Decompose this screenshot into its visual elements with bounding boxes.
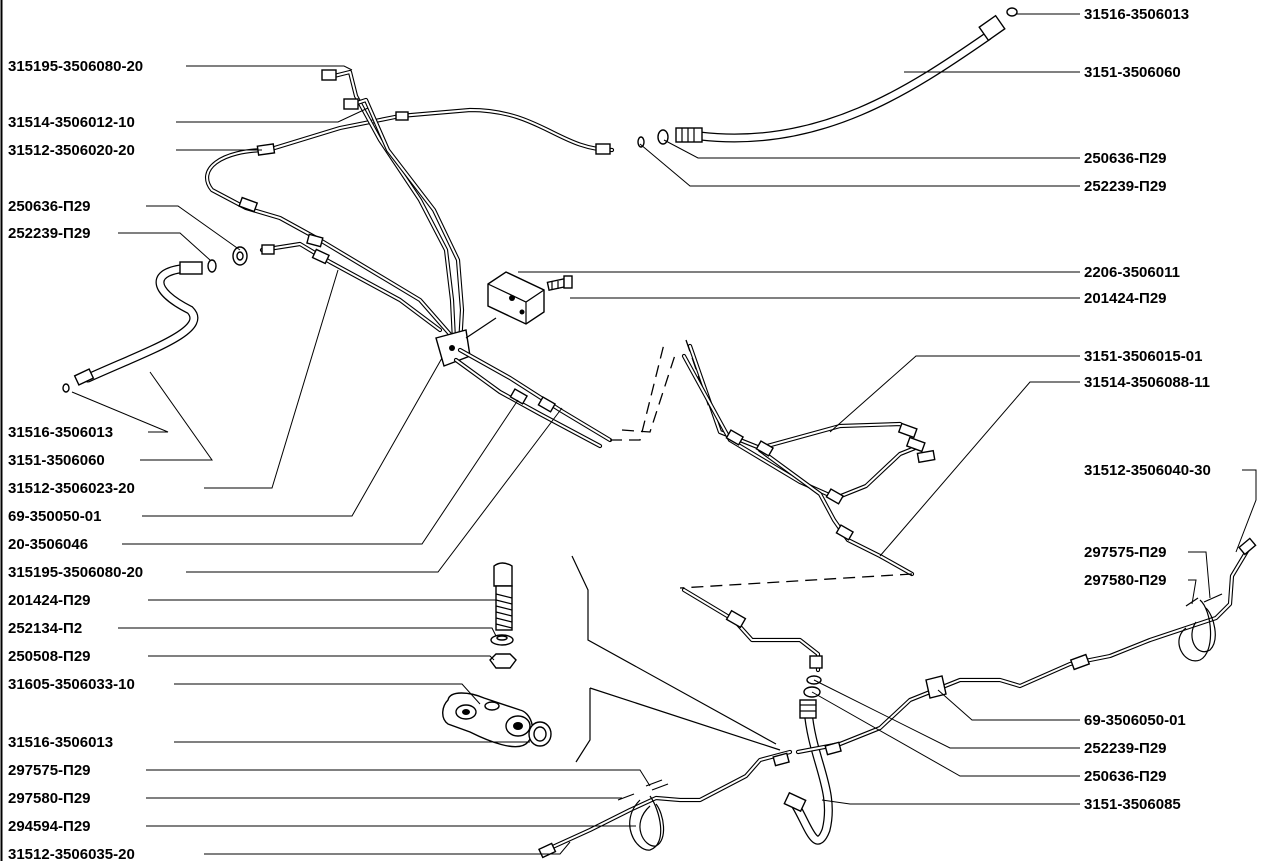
label-250636-p29-right-a: 250636-П29	[1084, 150, 1167, 167]
label-201424-p29-left: 201424-П29	[8, 592, 91, 609]
label-31605-3506033-10: 31605-3506033-10	[8, 676, 135, 693]
label-31512-3506020-20: 31512-3506020-20	[8, 142, 135, 159]
label-294594-p29: 294594-П29	[8, 818, 91, 835]
left-label-group: 315195-3506080-20 31514-3506012-10 31512…	[8, 58, 143, 861]
lower-rear-tube	[681, 587, 823, 698]
label-3151-3506060-right: 3151-3506060	[1084, 64, 1181, 81]
label-252239-p29-right-b: 252239-П29	[1084, 740, 1167, 757]
label-31514-3506012-10: 31514-3506012-10	[8, 114, 135, 131]
label-20-3506046: 20-3506046	[8, 536, 88, 553]
label-250508-p29: 250508-П29	[8, 648, 91, 665]
label-31516-3506013-left-b: 31516-3506013	[8, 734, 113, 751]
label-3151-3506015-01: 3151-3506015-01	[1084, 348, 1202, 365]
junction-bracket	[435, 317, 497, 367]
label-31516-3506013-left-a: 31516-3506013	[8, 424, 113, 441]
lower-right-tube	[795, 537, 1257, 756]
label-31514-3506088-11: 31514-3506088-11	[1084, 374, 1210, 391]
lower-left-tube	[538, 749, 793, 859]
label-2206-3506011: 2206-3506011	[1084, 264, 1180, 281]
tee-block	[487, 271, 573, 325]
lower-rear-hose	[783, 699, 833, 845]
right-label-group: 31516-3506013 3151-3506060 250636-П29 25…	[1084, 6, 1211, 813]
tee-fitting-group	[442, 562, 552, 748]
label-315195-3506080-20-b: 315195-3506080-20	[8, 564, 143, 581]
label-31512-3506023-20: 31512-3506023-20	[8, 480, 135, 497]
upper-right-hose	[637, 7, 1018, 148]
label-250636-p29-left: 250636-П29	[8, 198, 91, 215]
label-252239-p29-right-a: 252239-П29	[1084, 178, 1167, 195]
label-297580-p29-left: 297580-П29	[8, 790, 91, 807]
label-297575-p29-right: 297575-П29	[1084, 544, 1167, 561]
label-31512-3506035-20: 31512-3506035-20	[8, 846, 135, 861]
drawing	[62, 7, 1257, 859]
label-201424-p29-right: 201424-П29	[1084, 290, 1167, 307]
middle-right-tubes	[679, 343, 936, 589]
label-297580-p29-right: 297580-П29	[1084, 572, 1167, 589]
label-69-350050-01: 69-350050-01	[8, 508, 101, 525]
lower-section-lines	[571, 555, 781, 763]
label-3151-3506060-left: 3151-3506060	[8, 452, 105, 469]
label-252239-p29-left: 252239-П29	[8, 225, 91, 242]
label-69-3506050-01: 69-3506050-01	[1084, 712, 1186, 729]
top-tube	[205, 107, 615, 343]
label-297575-p29-left: 297575-П29	[8, 762, 91, 779]
left-tube	[259, 233, 443, 333]
label-252134-p2: 252134-П2	[8, 620, 82, 637]
label-3151-3506085: 3151-3506085	[1084, 796, 1181, 813]
label-250636-p29-right-b: 250636-П29	[1084, 768, 1167, 785]
label-315195-3506080-20: 315195-3506080-20	[8, 58, 143, 75]
leader-lines	[71, 13, 1257, 855]
left-hose	[62, 246, 248, 393]
label-31516-3506013-right: 31516-3506013	[1084, 6, 1189, 23]
descending-tubes	[321, 69, 465, 348]
junction-tubes-right	[453, 347, 613, 449]
label-31512-3506040-30: 31512-3506040-30	[1084, 462, 1211, 479]
